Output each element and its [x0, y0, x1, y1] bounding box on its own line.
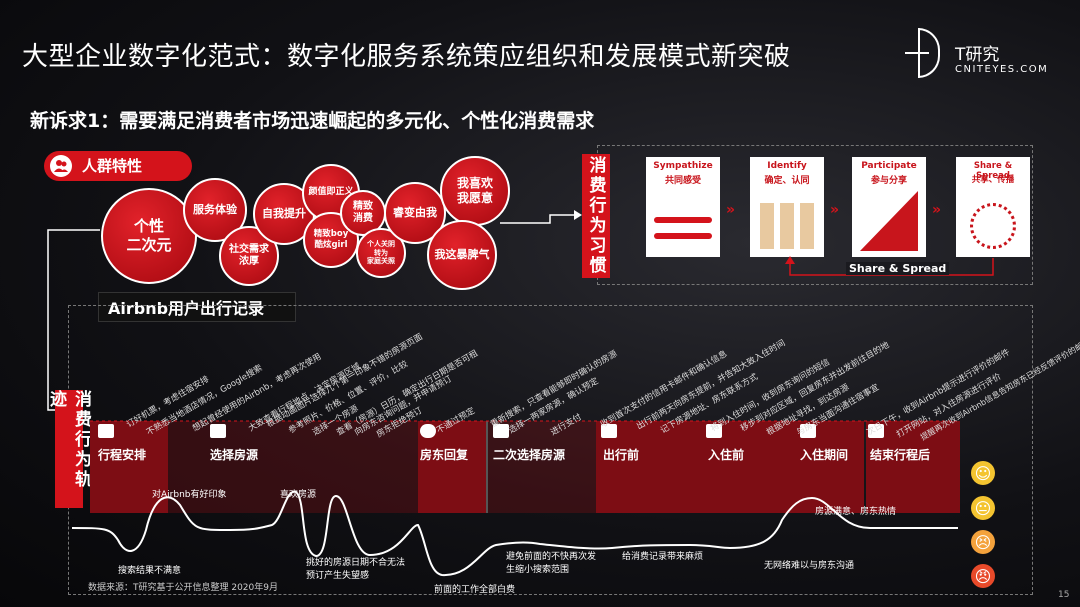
page-title: 大型企业数字化范式：数字化服务系统策应组织和发展模式新突破	[22, 42, 791, 72]
habit-card-subtitle: 参与分享	[870, 176, 907, 186]
stage-label: 房东回复	[420, 448, 469, 462]
bubble-temper: 我这暴脾气	[427, 220, 497, 290]
stage-label: 入住期间	[800, 448, 849, 462]
share-spread-caption: Share & Spread	[846, 262, 950, 275]
bubble-personality: 个性 二次元	[101, 188, 197, 284]
brand-logo-line	[905, 52, 929, 54]
habit-card-share: Share & Spread 共享、传播	[956, 157, 1030, 257]
bed-icon	[706, 424, 722, 438]
habit-card-participate: Participate 参与分享	[852, 157, 926, 257]
people-icon	[50, 155, 72, 177]
habit-label: 消费行为习惯	[582, 154, 610, 278]
brand-name: T研究	[955, 45, 1000, 65]
curve-note: 无网络难以与房东沟通	[764, 561, 855, 571]
search-page-icon	[210, 424, 226, 438]
stage-label: 结束行程后	[870, 448, 931, 462]
curve-note: 对Airbnb有好印象	[152, 490, 227, 500]
stage-label: 出行前	[603, 448, 640, 462]
curve-note: 给消费记录带来麻烦	[622, 552, 704, 562]
stage-label: 二次选择房源	[493, 448, 566, 462]
bubble-like: 我喜欢 我愿意	[440, 156, 510, 226]
curve-note: 房源满意、房东热情	[815, 507, 897, 517]
habit-card-title: Share & Spread	[973, 161, 1013, 181]
stage-bg-5-7	[596, 421, 864, 513]
habit-card-subtitle: 共同感受	[664, 176, 701, 186]
stage-label: 行程安排	[98, 448, 147, 462]
house-icon	[800, 424, 816, 438]
curve-note: 喜欢房源	[280, 490, 317, 500]
page-subtitle: 新诉求1：需要满足消费者市场迅速崛起的多元化、个性化消费需求	[30, 110, 595, 132]
chevron-right-icon: »	[726, 202, 736, 218]
habit-card-title: Participate	[861, 161, 917, 171]
airbnb-tag	[98, 292, 296, 322]
stage-label: 入住前	[708, 448, 745, 462]
chat-bubble-icon	[420, 424, 436, 438]
stage-divider	[486, 421, 488, 513]
stage-bg-2	[168, 421, 418, 513]
airbnb-label: Airbnb用户出行记录	[108, 299, 265, 318]
habit-card-subtitle: 确定、认同	[764, 176, 810, 186]
chevron-right-icon: »	[830, 202, 840, 218]
habit-card-identify: Identify 确定、认同	[750, 157, 824, 257]
search-page-icon	[493, 424, 509, 438]
habit-card-title: Sympathize	[653, 161, 713, 171]
happy-face-icon: ☺	[971, 461, 995, 485]
habit-card-title: Identify	[767, 161, 807, 171]
curve-note: 前面的工作全部白费	[434, 585, 516, 595]
curve-note: 搜索结果不满意	[118, 566, 182, 576]
stage-label: 选择房源	[210, 448, 259, 462]
habit-card-sympathize: Sympathize 共同感受	[646, 157, 720, 257]
frustrated-face-icon: 😣	[971, 530, 995, 554]
flag-icon	[868, 424, 884, 438]
curve-note: 挑好的房源日期不合无法预订产生失望感	[306, 558, 406, 581]
angry-face-icon: 😠	[971, 564, 995, 588]
page-number: 15	[1058, 590, 1070, 600]
brand-url: CNITEYES.COM	[955, 64, 1049, 75]
neutral-face-icon: 😐	[971, 496, 995, 520]
bubble-social: 社交需求 浓厚	[219, 226, 279, 286]
calendar-icon	[98, 424, 114, 438]
curve-note: 避免前面的不快再次发生缩小搜索范围	[506, 552, 597, 575]
habit-card-subtitle: 共享、传播	[971, 175, 1015, 185]
chevron-right-icon: »	[932, 202, 942, 218]
crowd-label: 人群特性	[82, 157, 143, 175]
source-note: 数据来源：T研究基于公开信息整理 2020年9月	[88, 583, 278, 593]
plane-icon	[601, 424, 617, 438]
